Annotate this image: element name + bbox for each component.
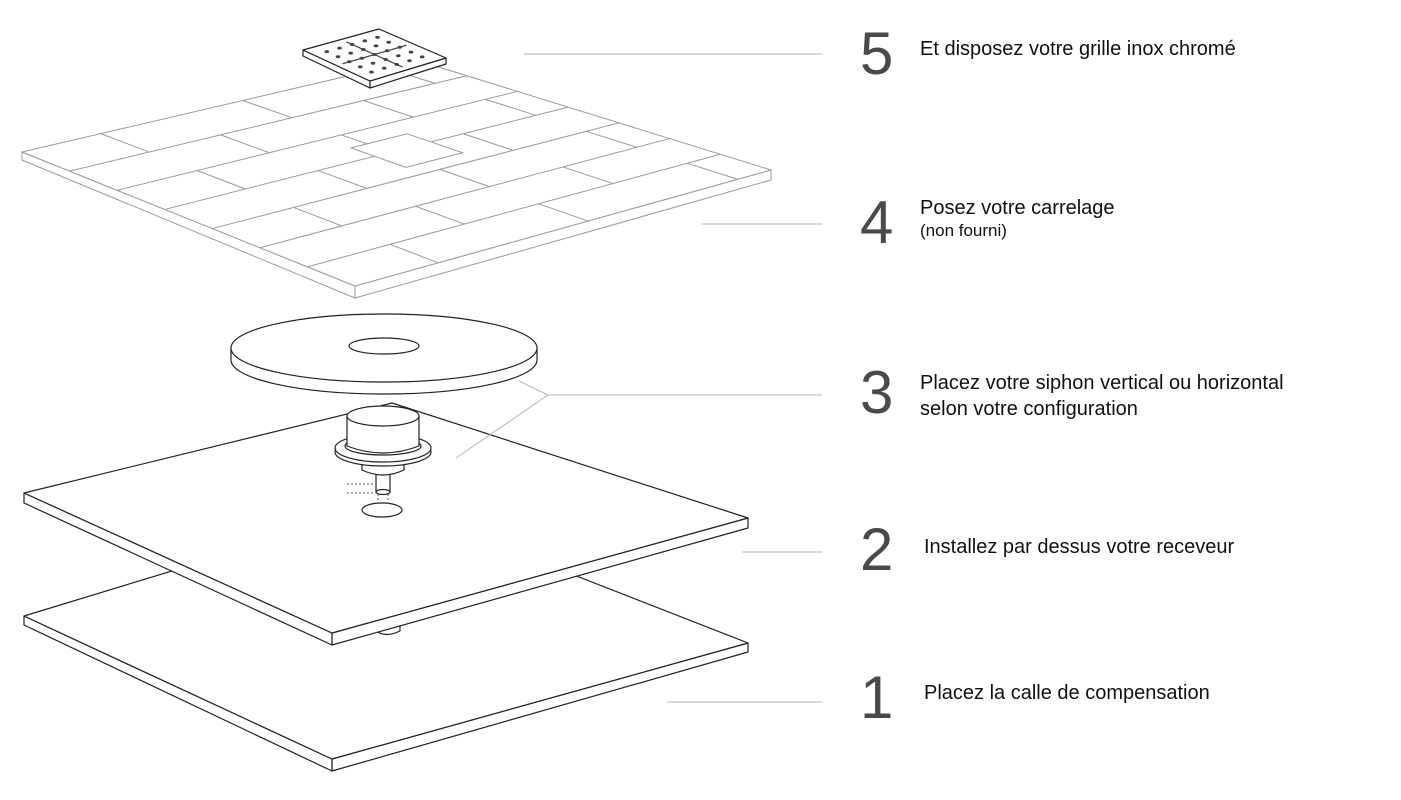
collar-disc-icon: [230, 313, 538, 395]
step-text-main: Placez votre siphon vertical ou horizont…: [920, 372, 1284, 394]
grate-hole: [407, 59, 412, 63]
tile-seam: [100, 133, 150, 153]
tile-seam: [317, 170, 367, 189]
step-text-sub: (non fourni): [920, 221, 1007, 240]
tile-seam: [485, 98, 537, 116]
grate-hole: [386, 40, 392, 44]
step-number: 2: [860, 516, 894, 583]
step-label: Installez par dessus votre receveur: [924, 534, 1234, 560]
step-number: 3: [860, 359, 894, 426]
grate-hole: [337, 46, 342, 50]
tile-seam: [389, 243, 439, 264]
grate-divider: [342, 44, 407, 65]
tile-seam: [538, 203, 589, 222]
grate-hole: [369, 70, 374, 74]
tile-seam: [293, 206, 342, 227]
grate-hole: [396, 54, 401, 58]
grate-hole: [358, 65, 363, 69]
tile-seam: [197, 170, 246, 190]
drain-opening: [350, 133, 464, 168]
tile-seam: [687, 162, 738, 180]
step-text-main: Installez par dessus votre receveur: [924, 536, 1235, 558]
step-text-main: Et disposez votre grille inox chromé: [920, 38, 1236, 60]
grate-hole: [362, 39, 368, 43]
leader-lines: [455, 53, 822, 703]
tile-seam: [586, 130, 637, 148]
grate-hole: [408, 50, 414, 54]
siphon-icon: [334, 405, 432, 506]
step-label: Et disposez votre grille inox chromé: [920, 36, 1236, 62]
tile-layer-icon: [21, 59, 772, 299]
step-number: 5: [860, 20, 894, 87]
step-text-main: Posez votre carrelage: [920, 197, 1115, 219]
tile-seam: [363, 100, 414, 118]
tile-seam: [562, 166, 614, 185]
tile-seam: [220, 134, 270, 154]
tile-seam: [463, 133, 514, 151]
grate-hole: [335, 55, 341, 59]
tile-seam: [117, 90, 518, 191]
tile-seam: [307, 153, 721, 268]
step-label: Placez la calle de compensation: [924, 680, 1210, 706]
step-text-main: Placez la calle de compensation: [924, 682, 1210, 704]
tile-seam: [164, 106, 569, 210]
tile-seam: [69, 75, 467, 172]
step-label: Placez votre siphon vertical ou horizont…: [920, 370, 1284, 422]
tile-seam: [212, 122, 619, 230]
step-number: 4: [860, 189, 894, 256]
shower-tray-icon: [23, 402, 749, 646]
grate-hole: [375, 35, 380, 39]
grate-hole: [381, 66, 387, 70]
step-text-sub: selon votre configuration: [920, 398, 1138, 420]
grate-hole: [373, 44, 379, 48]
tile-seam: [242, 100, 293, 119]
stainless-grate-icon: [302, 28, 447, 89]
tile-seam: [439, 168, 490, 188]
tile-seam: [415, 205, 465, 225]
step-label: Posez votre carrelage (non fourni): [920, 195, 1115, 241]
grate-hole: [324, 50, 330, 54]
grate-hole: [348, 51, 354, 55]
tile-seam: [259, 138, 670, 249]
grate-hole: [370, 61, 376, 65]
step-number: 1: [860, 664, 894, 731]
grate-hole: [419, 55, 425, 59]
